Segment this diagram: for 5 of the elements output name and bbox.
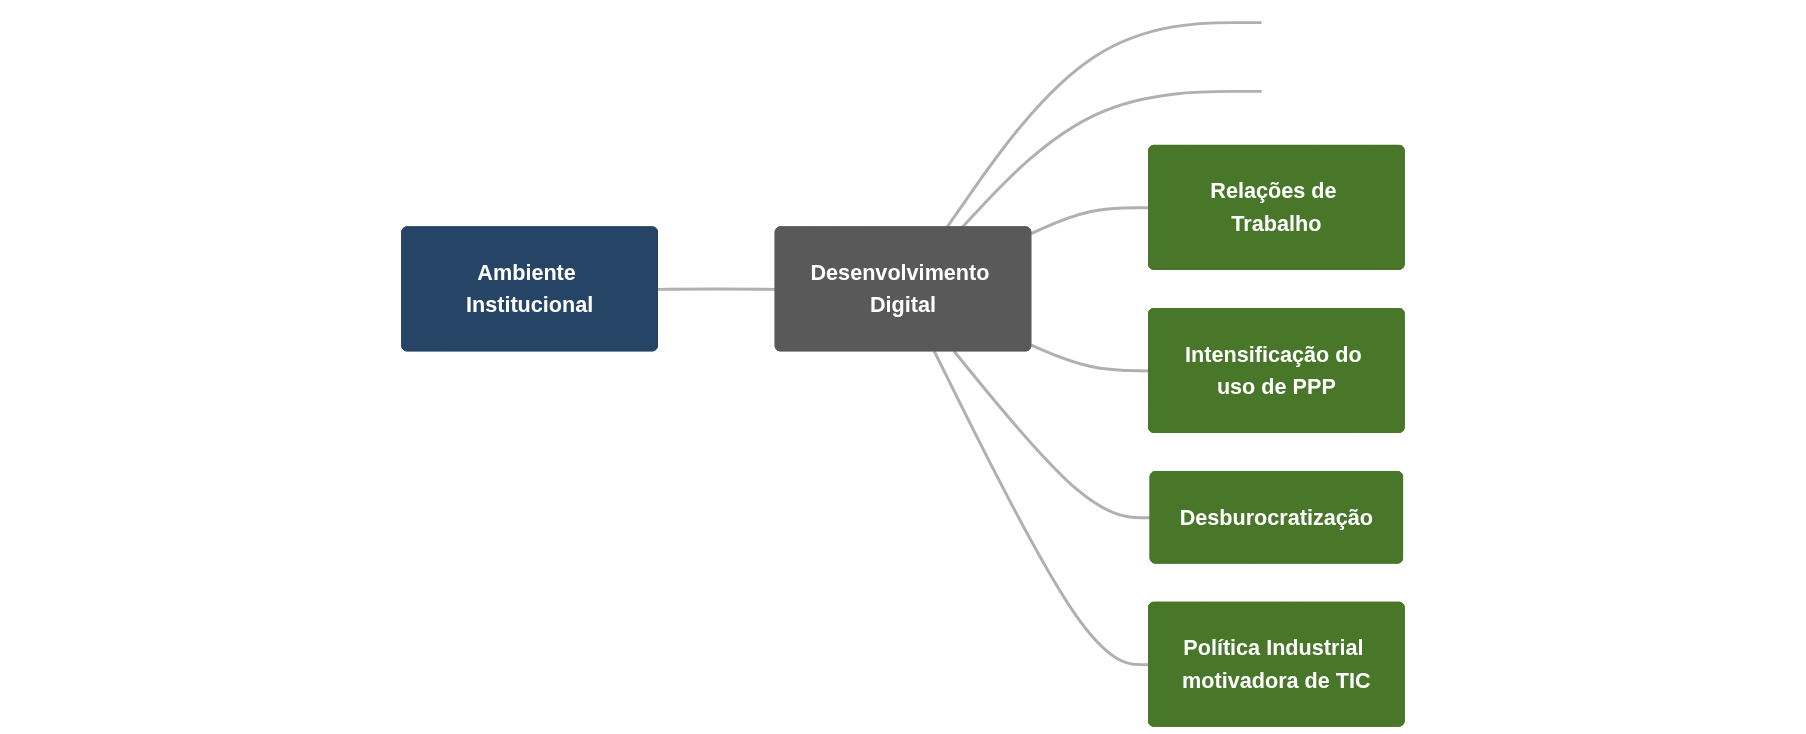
connector xyxy=(932,350,1150,667)
connector xyxy=(657,287,776,291)
connector xyxy=(952,350,1151,520)
connector xyxy=(1030,343,1150,373)
connector xyxy=(1030,206,1150,235)
